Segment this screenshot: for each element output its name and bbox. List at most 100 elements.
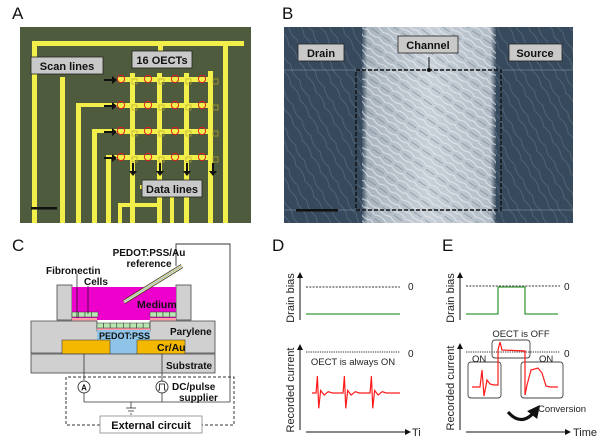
electrode-traces — [32, 41, 244, 223]
reference-wire — [175, 243, 231, 375]
oect-pad — [131, 156, 138, 163]
reference-electrode — [122, 264, 184, 304]
scale-bar — [296, 209, 338, 212]
always-on-annotation: OECT is always ON — [311, 357, 395, 368]
panel-d-plot: Drain bias 0 Recorded current 0 OECT is … — [285, 272, 420, 439]
recorded-signal-trace — [312, 375, 400, 409]
right-wall — [175, 284, 192, 321]
oect-pad — [212, 130, 219, 137]
ground-icon — [126, 402, 136, 415]
oects-callout — [131, 50, 193, 69]
data-line-arrows — [129, 163, 217, 176]
oect-marker — [170, 100, 180, 110]
cells-layer — [71, 311, 177, 329]
cell — [116, 322, 124, 329]
on-right-inset-box — [520, 361, 564, 399]
bias-zero-label: 0 — [564, 282, 570, 293]
scan-line-arrows — [104, 76, 117, 162]
external-circuit-box — [99, 415, 203, 434]
supplier-label-1: DC/pulse — [172, 382, 216, 393]
panel-b-micrograph: Drain Channel Source — [284, 27, 573, 223]
bias-axis-label: Drain bias — [285, 273, 297, 323]
cell — [156, 311, 164, 318]
current-zero-label: 0 — [408, 349, 414, 360]
cells-label: Cells — [84, 277, 108, 288]
current-axis-label: Recorded current — [285, 348, 297, 433]
crau-label: Cr/Au — [157, 342, 186, 354]
panel-label-d: D — [272, 236, 285, 255]
oect-marker — [116, 100, 126, 110]
external-circuit-label: External circuit — [111, 420, 191, 432]
oect-marker — [170, 126, 180, 136]
oect-pad — [131, 104, 138, 111]
panel-label-b: B — [282, 4, 294, 23]
oect-off-annotation: OECT is OFF — [492, 329, 550, 340]
bias-axis-label: Drain bias — [445, 273, 457, 323]
time-axis-label: Time — [412, 427, 420, 439]
reference-label-2: reference — [126, 259, 171, 270]
oect-marker — [143, 100, 153, 110]
oect-marker — [116, 126, 126, 136]
cell — [129, 322, 137, 329]
time-axis-label: Time — [573, 427, 597, 439]
oect-marker — [170, 74, 180, 84]
scan-lines-callout — [30, 56, 104, 75]
oect-markers — [116, 74, 219, 163]
oect-pad — [158, 104, 165, 111]
oect-marker — [197, 100, 207, 110]
data-lines-text: Data lines — [146, 184, 198, 196]
on-left-label: ON — [472, 354, 486, 365]
channel-callout — [397, 35, 459, 54]
oect-marker — [197, 126, 207, 136]
oect-pad — [158, 156, 165, 163]
cell — [123, 322, 131, 329]
drain-callout — [297, 43, 345, 62]
panel-label-a: A — [12, 4, 24, 23]
cell — [109, 322, 117, 329]
oect-pad — [212, 156, 219, 163]
oect-marker — [116, 152, 126, 162]
cell — [71, 311, 79, 318]
oect-marker — [197, 152, 207, 162]
pedot-label: PEDOT:PSS — [99, 331, 150, 341]
bias-zero-label: 0 — [408, 282, 414, 293]
fibronectin-right — [150, 318, 176, 321]
cell — [136, 322, 144, 329]
on-left-inset-box — [467, 361, 502, 399]
panel-e-plot: Drain bias 0 OECT is OFF Recorded curren… — [445, 272, 597, 439]
scan-lines-text: Scan lines — [40, 61, 94, 73]
recorded-signal-trace — [472, 341, 558, 397]
oect-pad — [185, 156, 192, 163]
data-lines-callout — [141, 179, 203, 198]
medium-label: Medium — [137, 299, 177, 311]
cell — [169, 311, 177, 318]
oect-pad — [212, 104, 219, 111]
panel-label-e: E — [442, 236, 454, 255]
oect-pad — [185, 104, 192, 111]
oect-marker — [143, 152, 153, 162]
oect-pad — [158, 130, 165, 137]
oect-marker — [143, 74, 153, 84]
panel-label-c: C — [12, 236, 25, 255]
cell — [91, 311, 99, 318]
reference-label-1: PEDOT:PSS/Au — [113, 248, 186, 259]
fibronectin-left — [72, 318, 97, 321]
pulse-source-icon — [155, 380, 169, 394]
current-axis-label: Recorded current — [445, 346, 457, 431]
oect-pad — [185, 130, 192, 137]
oect-pad — [185, 78, 192, 85]
supplier-label-2: supplier — [179, 393, 218, 404]
conversion-label: Conversion — [538, 404, 586, 415]
cell — [142, 322, 150, 329]
crau-left — [61, 339, 111, 355]
oect-pad — [131, 130, 138, 137]
on-right-label: ON — [539, 354, 553, 365]
cell — [103, 322, 111, 329]
current-zero-label: 0 — [564, 349, 570, 360]
off-inset-box — [491, 339, 531, 359]
oect-pad — [158, 78, 165, 85]
source-callout — [508, 43, 563, 62]
substrate-label: Substrate — [166, 361, 213, 372]
parylene-label: Parylene — [170, 327, 212, 338]
oect-marker — [143, 126, 153, 136]
